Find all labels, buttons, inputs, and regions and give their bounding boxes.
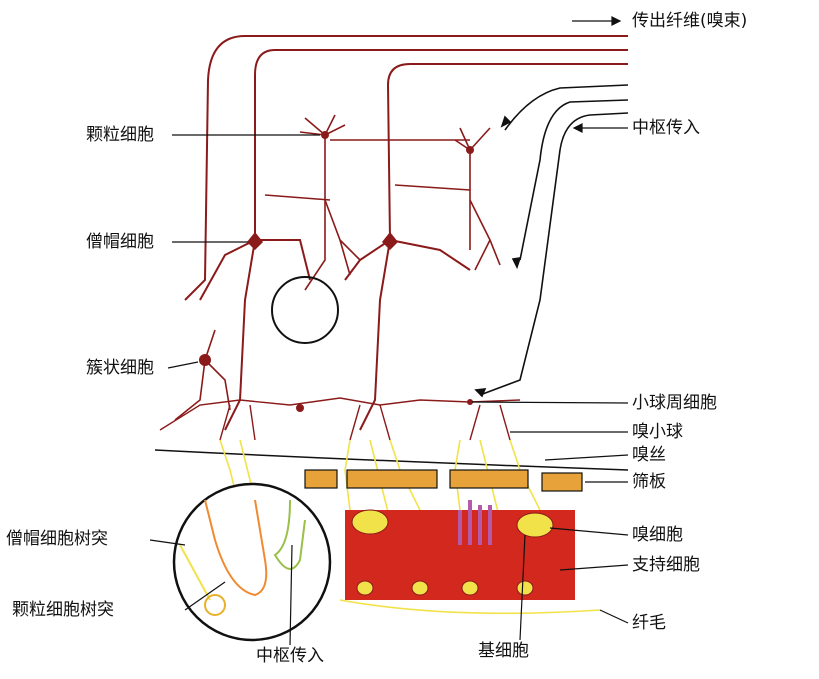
- label-granule-dendrite: 颗粒细胞树突: [12, 602, 114, 619]
- label-efferent-fibers: 传出纤维(嗅束): [632, 13, 747, 30]
- tufted-cell: [175, 330, 230, 420]
- granule-cells: [265, 115, 500, 290]
- label-olfactory-cell: 嗅细胞: [632, 527, 683, 544]
- label-tufted-cell: 簇状细胞: [86, 360, 154, 377]
- label-cilia: 纤毛: [632, 615, 666, 632]
- zoom-inset: [174, 484, 330, 640]
- label-mitral-dendrite: 僧帽细胞树突: [6, 531, 108, 548]
- label-glomerulus: 嗅小球: [632, 424, 683, 441]
- mitral-cells: [200, 240, 470, 430]
- zoom-circle-small: [272, 277, 338, 343]
- granule-cell-body-1: [321, 131, 329, 139]
- cribriform-plate: [305, 470, 582, 491]
- mitral-cell-body-2: [382, 232, 398, 250]
- label-olfactory-filament: 嗅丝: [632, 447, 666, 464]
- label-central-afferent-bottom: 中枢传入: [256, 648, 324, 665]
- label-basal-cell: 基细胞: [478, 643, 529, 660]
- tufted-cell-body: [199, 354, 211, 366]
- label-periglomerular-cell: 小球周细胞: [632, 395, 717, 412]
- label-cribriform-plate: 筛板: [632, 474, 666, 491]
- label-granule-cell: 颗粒细胞: [86, 127, 154, 144]
- label-supporting-cell: 支持细胞: [632, 557, 700, 574]
- mitral-cell-body-1: [247, 232, 263, 250]
- label-mitral-cell: 僧帽细胞: [86, 234, 154, 251]
- olfactory-epithelium: [345, 500, 575, 600]
- granule-cell-body-2: [466, 146, 474, 154]
- label-central-afferent-top: 中枢传入: [632, 120, 700, 137]
- central-afferent-fibers: [476, 85, 628, 396]
- periglomerular-dendrites: [160, 398, 520, 440]
- periglomerular-cell-body: [296, 404, 304, 412]
